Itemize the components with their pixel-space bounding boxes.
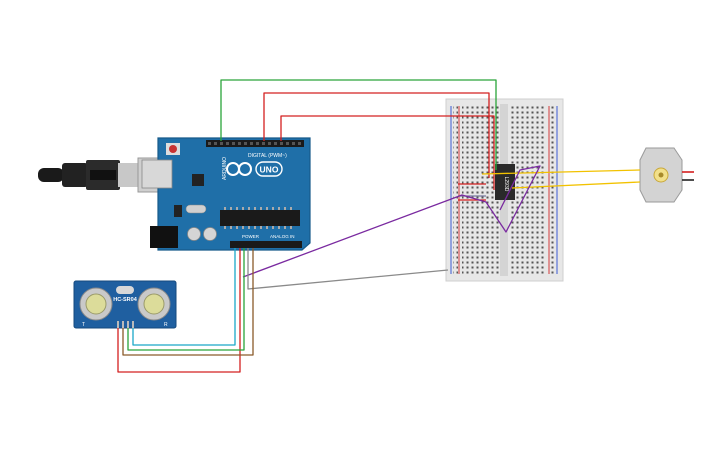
sensor-mark-r: R <box>164 322 168 328</box>
arduino-logo <box>226 161 283 177</box>
wire-green-top[interactable] <box>220 79 497 170</box>
digital-header <box>206 140 304 147</box>
analog-in-label: ANALOG IN <box>270 234 295 239</box>
wire-purple[interactable] <box>242 165 541 278</box>
wire-yellow-2[interactable] <box>511 181 641 189</box>
sensor-crystal <box>116 286 134 294</box>
wire-green-sensor[interactable] <box>127 248 245 351</box>
digital-pwm-label: DIGITAL (PWM~) <box>248 153 287 159</box>
breadboard-rail-right[interactable] <box>551 106 556 274</box>
wire-cyan-sensor[interactable] <box>132 248 236 346</box>
wires <box>117 79 641 373</box>
wire-brown-sensor[interactable] <box>122 248 254 356</box>
motor-driver-ic[interactable]: L293D <box>495 164 515 200</box>
wire-red-sensor[interactable] <box>117 248 241 373</box>
power-jack <box>150 226 178 248</box>
atmega-chip <box>220 210 300 226</box>
wire-gray[interactable] <box>247 248 449 290</box>
power-label: POWER <box>242 234 260 239</box>
power-analog-header <box>230 241 302 248</box>
ic-label: L293D <box>503 177 509 192</box>
dc-motor[interactable] <box>639 147 694 203</box>
wire-yellow-1[interactable] <box>481 169 641 175</box>
sensor-model: HC-SR04 <box>113 297 137 303</box>
breadboard-terminal-left[interactable] <box>462 106 499 274</box>
breadboard-rail-left[interactable] <box>453 106 458 274</box>
arduino-brand: ARDUINO <box>222 157 228 180</box>
wire-red-top-2[interactable] <box>280 115 495 190</box>
wire-red-top-1[interactable] <box>263 92 490 178</box>
sensor-mark-t: T <box>82 322 85 328</box>
ultrasonic-sensor[interactable]: HC-SR04 T R <box>73 280 177 329</box>
uno-logo-text: UNO <box>260 165 279 175</box>
arduino-uno-board[interactable]: UNO ARDUINO DIGITAL (PWM~) POWER ANALOG … <box>141 137 311 251</box>
